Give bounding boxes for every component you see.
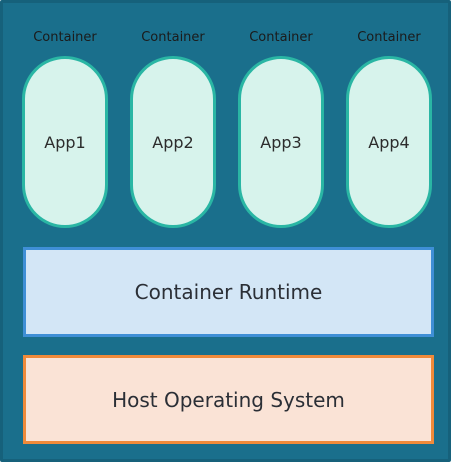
container-label-1: Container xyxy=(33,30,97,45)
app-label-2: App2 xyxy=(152,132,194,152)
host-os-layer: Host Operating System xyxy=(23,355,434,444)
app-container-3: App3 xyxy=(238,56,324,228)
app-container-1: App1 xyxy=(22,56,108,228)
container-runtime-label: Container Runtime xyxy=(134,280,323,304)
host-os-label: Host Operating System xyxy=(112,387,345,412)
container-runtime-layer: Container Runtime xyxy=(23,247,434,337)
container-label-3: Container xyxy=(249,30,313,45)
container-label-4: Container xyxy=(357,30,421,45)
app-label-1: App1 xyxy=(44,132,86,152)
app-label-3: App3 xyxy=(260,132,302,152)
app-container-2: App2 xyxy=(130,56,216,228)
app-container-4: App4 xyxy=(346,56,432,228)
container-label-2: Container xyxy=(141,30,205,45)
app-label-4: App4 xyxy=(368,132,410,152)
